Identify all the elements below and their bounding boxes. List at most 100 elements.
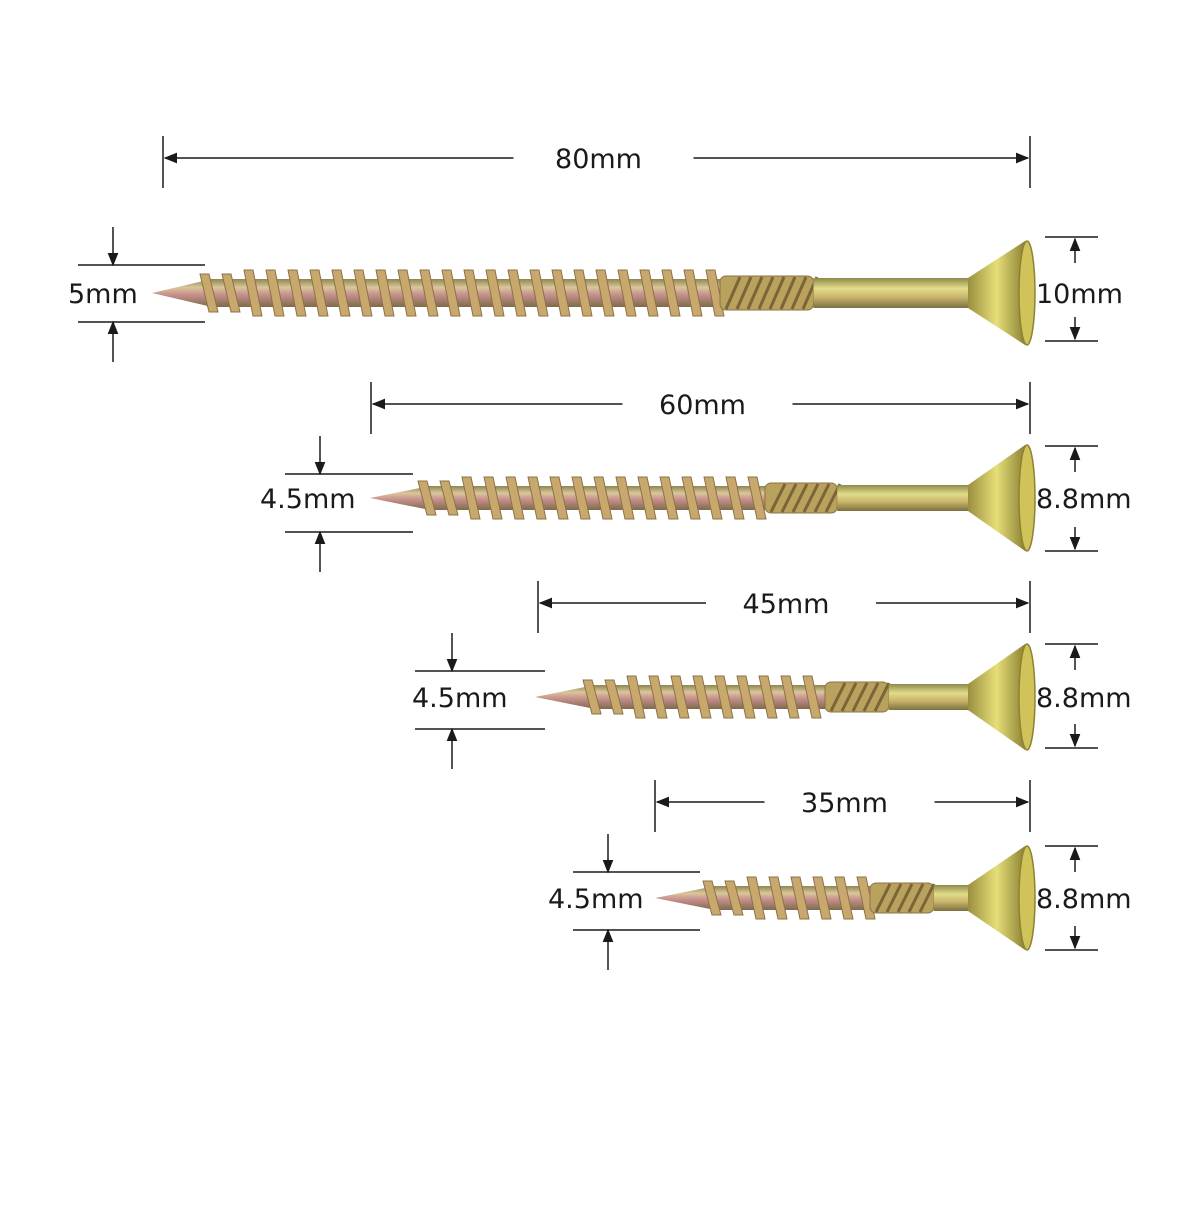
cutter-rib — [768, 276, 786, 310]
thread-crest — [747, 476, 767, 520]
thread-crest — [287, 269, 307, 317]
thread-crest — [529, 269, 549, 317]
thread-crest — [702, 880, 722, 916]
thread-crest — [417, 480, 437, 516]
thread-crest — [573, 269, 593, 317]
cutter-rib — [873, 682, 891, 712]
smooth-shank — [837, 485, 970, 511]
cutter-rib — [769, 483, 787, 513]
thread-crest — [639, 269, 659, 317]
cutter-rib — [802, 483, 820, 513]
head-diameter-label: 8.8mm — [1036, 683, 1132, 714]
thread-crest — [461, 476, 481, 520]
cutter-rib — [757, 276, 775, 310]
thread-crest — [703, 476, 723, 520]
thread-crest — [582, 679, 602, 715]
cutter-rib — [779, 276, 797, 310]
cutter-rib — [829, 682, 847, 712]
thread-crest — [485, 269, 505, 317]
countersunk-head — [968, 846, 1025, 950]
thread-crest — [353, 269, 373, 317]
thread-crest — [683, 269, 703, 317]
length-label: 80mm — [555, 144, 642, 175]
cutter-rib — [724, 276, 742, 310]
thread-crest — [375, 269, 395, 317]
screw-body — [152, 240, 1036, 346]
cutter-rib — [862, 682, 880, 712]
cutter-rib — [874, 883, 892, 913]
cutter-rib — [851, 682, 869, 712]
thread-crest — [419, 269, 439, 317]
countersunk-head — [968, 445, 1025, 551]
screw-body — [655, 845, 1036, 951]
cutter-rib — [918, 883, 936, 913]
screw-body — [370, 444, 1036, 552]
cutter-rib — [791, 483, 809, 513]
cutter-rib — [790, 276, 808, 310]
thread-crest — [637, 476, 657, 520]
thread-crest — [265, 269, 285, 317]
cutter-rib — [896, 883, 914, 913]
cutter-ribs — [824, 681, 890, 713]
cutter-rib — [840, 682, 858, 712]
thread-crest — [505, 476, 525, 520]
cutter-rib — [746, 276, 764, 310]
thread-diameter-label: 4.5mm — [412, 683, 508, 714]
thread-crest — [648, 675, 668, 719]
thread-crest — [758, 675, 778, 719]
head-face — [1018, 845, 1036, 951]
thread-crest — [802, 675, 822, 719]
screw-35mm: 35mm 4.5mm 8.8mm — [548, 780, 1132, 970]
thread-crest — [463, 269, 483, 317]
screw-tip — [152, 279, 212, 307]
cutter-rib — [735, 276, 753, 310]
cutter-rib — [885, 883, 903, 913]
thread-crest — [593, 476, 613, 520]
thread-diameter-label: 4.5mm — [548, 884, 644, 915]
thread-crest — [604, 679, 624, 715]
screw-45mm: 45mm 4.5mm 8.8mm — [412, 581, 1132, 769]
thread-crest — [617, 269, 637, 317]
thread-crest — [309, 269, 329, 317]
thread-crest — [812, 876, 832, 920]
length-label: 45mm — [743, 589, 830, 620]
thread-crest — [780, 675, 800, 719]
thread-crest — [714, 675, 734, 719]
screw-tip — [370, 486, 430, 510]
thread-crest — [681, 476, 701, 520]
thread-crest — [692, 675, 712, 719]
thread-crest — [441, 269, 461, 317]
thread-crest — [331, 269, 351, 317]
thread-crest — [221, 273, 241, 313]
countersunk-head — [968, 644, 1025, 750]
screw-tip — [535, 685, 595, 709]
thread-crest — [595, 269, 615, 317]
screw-tip — [655, 886, 715, 910]
thread-crest — [571, 476, 591, 520]
countersunk-head — [968, 241, 1025, 345]
thread-diameter-label: 5mm — [68, 279, 138, 310]
thread-crest — [834, 876, 854, 920]
screw-80mm: 80mm 5mm 10mm — [68, 136, 1123, 362]
thread-crest — [736, 675, 756, 719]
head-diameter-label: 10mm — [1036, 279, 1123, 310]
head-diameter-label: 8.8mm — [1036, 884, 1132, 915]
thread-crest — [661, 269, 681, 317]
head-face — [1018, 240, 1036, 346]
head-face — [1018, 444, 1036, 552]
thread-crest — [724, 880, 744, 916]
thread-crest — [790, 876, 810, 920]
thread-crest — [243, 269, 263, 317]
cutter-rib — [780, 483, 798, 513]
length-label: 35mm — [801, 788, 888, 819]
thread-crest — [551, 269, 571, 317]
thread-crest — [439, 480, 459, 516]
thread-crest — [670, 675, 690, 719]
thread-crest — [659, 476, 679, 520]
thread-crest — [746, 876, 766, 920]
thread-crest — [549, 476, 569, 520]
cutter-ribs — [869, 882, 935, 914]
thread-crest — [397, 269, 417, 317]
